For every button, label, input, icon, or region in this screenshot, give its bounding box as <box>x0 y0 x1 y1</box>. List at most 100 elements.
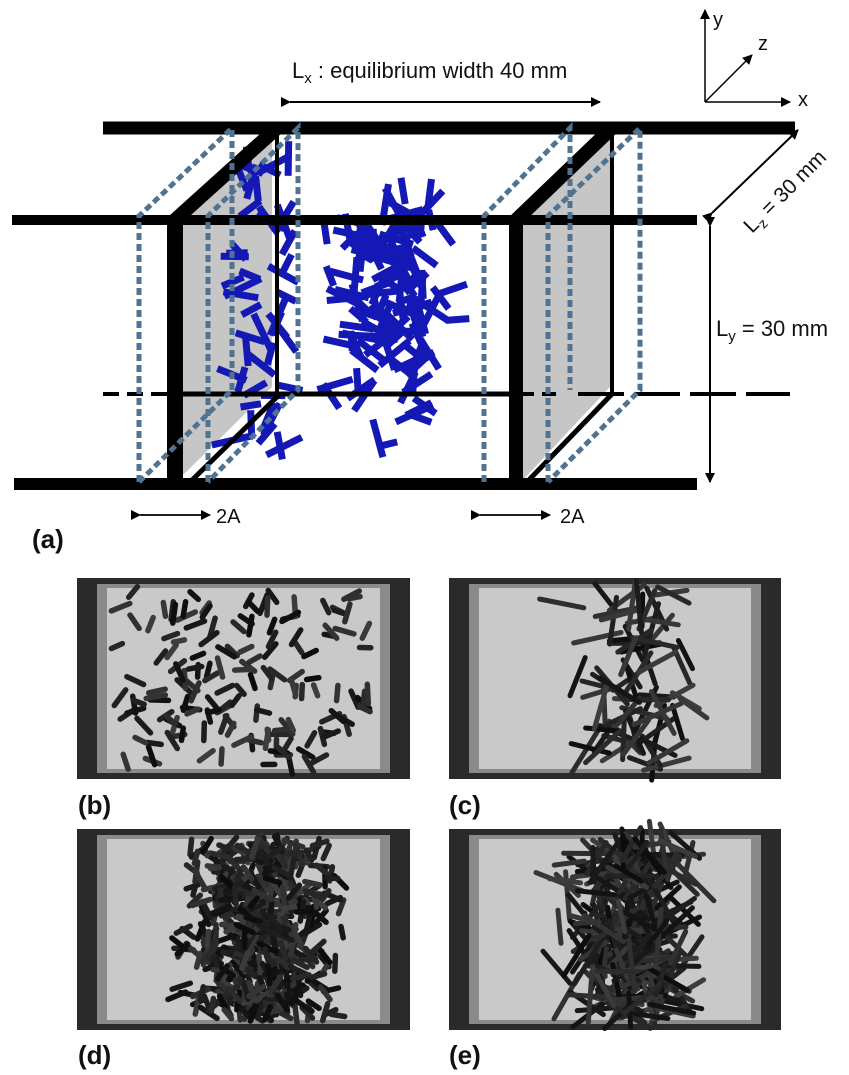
photo-rod <box>555 907 564 946</box>
photo-rod <box>285 716 297 734</box>
photo-rod <box>237 643 255 655</box>
photo-rod <box>338 923 346 941</box>
photo-panels <box>77 578 781 1031</box>
photo-rod <box>561 933 592 979</box>
panel-e-label: (e) <box>449 1040 481 1070</box>
photo-rod <box>265 587 280 606</box>
axes-triad <box>700 9 791 107</box>
photo-rod <box>249 836 261 860</box>
photo-rod <box>234 842 254 857</box>
photo-rod <box>244 934 259 955</box>
photo-rod <box>348 688 361 710</box>
photo-rod <box>203 660 213 681</box>
photo-rod <box>201 993 212 1011</box>
photo-rod <box>629 635 680 650</box>
photo-rod <box>233 921 256 936</box>
photo-rod <box>591 720 617 754</box>
photo-rod <box>255 921 278 938</box>
photo-rod <box>204 863 222 871</box>
photo-rod <box>237 906 257 923</box>
photo-rod <box>595 905 641 941</box>
schematic-rod <box>359 230 374 255</box>
photo-rod <box>540 948 573 986</box>
photo-rod <box>583 729 622 766</box>
photo-rod <box>276 848 289 870</box>
photo-rod <box>612 994 664 1002</box>
photo-rod <box>174 941 191 957</box>
photo-rod <box>253 989 269 1004</box>
photo-rod <box>328 707 347 725</box>
photo-rod <box>251 887 274 903</box>
photo-rod <box>298 681 306 702</box>
schematic-rod <box>252 175 262 202</box>
photo-rod <box>231 666 254 673</box>
photo-rod <box>163 713 178 727</box>
photo-rod <box>675 638 695 672</box>
schematic-rod <box>344 227 377 264</box>
photo-rod <box>271 865 292 879</box>
photo-rod <box>619 978 643 1010</box>
photo-rod <box>124 673 147 688</box>
photo-rod <box>633 578 644 635</box>
photo-rod <box>331 607 349 617</box>
photo-rod <box>164 729 181 752</box>
schematic-rod <box>393 255 416 290</box>
photo-rod <box>654 884 682 911</box>
photo-rod <box>584 840 609 877</box>
photo-rod <box>164 642 179 661</box>
left-bottom-diagonal <box>186 392 282 486</box>
photo-rod <box>309 838 330 849</box>
photo-rod <box>201 720 208 744</box>
photo-rod <box>218 712 230 735</box>
z-axis-label: z <box>758 33 768 55</box>
photo-rod <box>288 678 299 698</box>
photo-rod <box>585 968 595 1026</box>
photo-rod <box>246 653 263 666</box>
photo-rod <box>279 884 288 909</box>
photo-rod <box>667 929 689 966</box>
schematic-rod <box>415 188 446 220</box>
photo-panel <box>449 578 781 783</box>
schematic-rod <box>373 293 390 320</box>
photo-rod <box>281 735 294 753</box>
photo-rod <box>237 613 255 627</box>
schematic-rod <box>404 399 434 419</box>
photo-rod <box>537 596 587 611</box>
photo-rod <box>213 932 238 945</box>
photo-rod <box>620 717 652 757</box>
photo-rod <box>147 697 172 704</box>
photo-rod <box>180 598 189 619</box>
panel-c-label: (c) <box>449 790 481 820</box>
photo-rod <box>658 905 695 940</box>
photo-rod <box>187 589 202 603</box>
schematic-rod <box>413 300 429 335</box>
photo-rod <box>637 616 681 628</box>
schematic-rod <box>278 229 298 257</box>
photo-rod <box>322 622 340 641</box>
photo-rod <box>170 637 188 645</box>
photo-rod <box>670 702 685 742</box>
schematic-rod <box>376 244 412 265</box>
photo-rod <box>310 682 321 699</box>
schematic-rod <box>264 434 304 459</box>
photo-rod <box>603 945 629 974</box>
z-axis-arrow <box>704 54 753 103</box>
photo-rod <box>245 598 261 615</box>
schematic-rod <box>322 265 337 288</box>
photo-rod <box>581 913 626 945</box>
photo-rod <box>197 984 207 1004</box>
photo-rod <box>607 594 619 647</box>
schematic-rod <box>438 280 469 297</box>
photo-rod <box>194 918 208 942</box>
photo-rod <box>224 720 237 738</box>
photo-rod <box>208 995 217 1014</box>
photo-rod <box>647 1001 697 1016</box>
photo-rod <box>266 616 278 636</box>
photo-rod <box>264 595 271 618</box>
photo-rod <box>598 608 639 623</box>
photo-rod <box>185 663 205 672</box>
photo-rod <box>161 630 181 642</box>
photo-rod <box>229 693 242 709</box>
photo-rod <box>189 650 207 661</box>
photo-rod <box>262 727 272 752</box>
